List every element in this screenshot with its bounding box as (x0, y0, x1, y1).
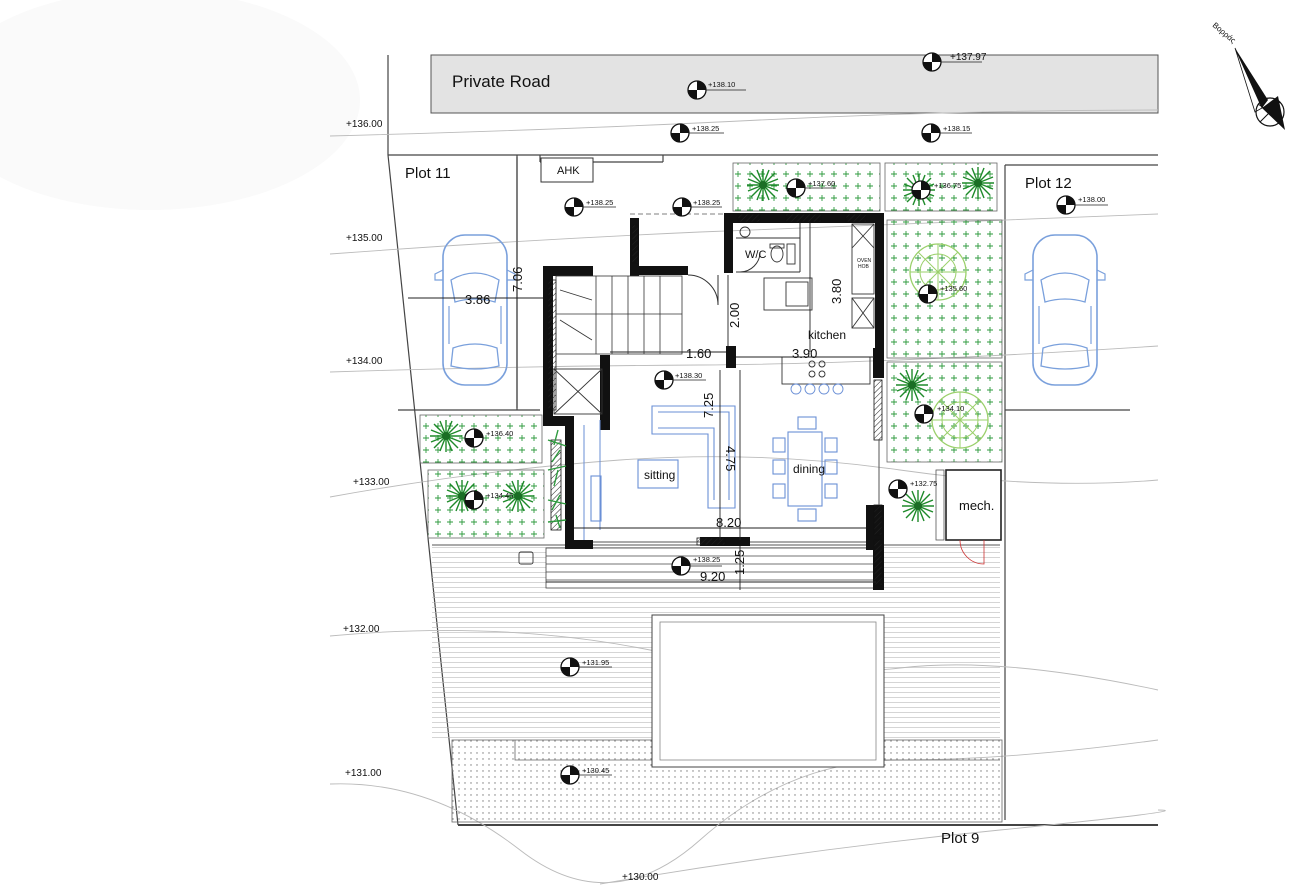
level-marker-icon (672, 197, 692, 217)
room-label-mech: mech. (959, 498, 994, 513)
level-marker-icon (921, 123, 941, 143)
dimension-label: 4.75 (723, 446, 738, 471)
plot-label-11: Plot 11 (405, 165, 451, 182)
private-road (430, 54, 1159, 114)
lift (553, 368, 603, 415)
room-label-dining: dining (793, 462, 825, 476)
contour-label: +132.00 (343, 624, 380, 635)
level-marker-icon (786, 178, 806, 198)
north-arrow-icon (1234, 47, 1285, 130)
level-marker-icon (687, 80, 707, 100)
plot-label-9: Plot 9 (941, 830, 979, 847)
level-label: +134.10 (937, 404, 964, 413)
level-marker-icon (918, 284, 938, 304)
house-walls (543, 213, 884, 590)
pool (651, 614, 885, 768)
room-label-wc: W/C (745, 249, 766, 261)
dimension-label: 3.80 (829, 279, 844, 304)
plants (429, 166, 995, 529)
mech-room (945, 469, 1002, 541)
oven-label: OVEN (857, 258, 872, 264)
front-steps (545, 547, 877, 589)
level-marker-icon (464, 428, 484, 448)
level-label: +137.97 (950, 52, 987, 63)
staircase (555, 275, 683, 355)
level-marker-icon (888, 479, 908, 499)
shrub-icon (895, 368, 929, 402)
dining-table (772, 416, 838, 522)
level-label: +134.45 (486, 491, 513, 500)
dimension-lines (408, 157, 876, 590)
level-label: +138.25 (586, 198, 613, 207)
contour-label: +135.00 (346, 233, 383, 244)
level-label: +138.00 (1078, 195, 1105, 204)
level-marker-icon (914, 404, 934, 424)
kitchen-units (763, 223, 875, 395)
contour-label: +130.00 (622, 872, 659, 883)
contour-label: +133.00 (353, 477, 390, 488)
dimension-label: 3.86 (465, 292, 490, 307)
north-label: Βορράς (1211, 21, 1238, 46)
interior-lines (583, 223, 801, 540)
road-label: Private Road (452, 72, 550, 91)
level-marker-icon (564, 197, 584, 217)
level-label: +138.15 (943, 124, 970, 133)
sofa (590, 405, 736, 522)
level-label: +136.40 (486, 429, 513, 438)
parked-car-icon (1024, 234, 1106, 386)
dimension-label: 3.90 (792, 346, 817, 361)
dimension-label: 9.20 (700, 569, 725, 584)
level-marker-icon (560, 765, 580, 785)
hob-label: HOB (858, 264, 870, 270)
level-label: +138.25 (693, 198, 720, 207)
level-label: +135.60 (940, 284, 967, 293)
level-label: +138.25 (693, 555, 720, 564)
level-marker-icon (670, 123, 690, 143)
level-label: +132.75 (910, 479, 937, 488)
level-label: +136.75 (934, 181, 961, 190)
level-marker-icon (1056, 195, 1076, 215)
shrub-icon (746, 168, 780, 202)
dimension-label: 1.25 (732, 550, 747, 575)
dimension-label: 2.00 (727, 303, 742, 328)
level-marker-icon (560, 657, 580, 677)
shrub-icon (429, 419, 463, 453)
dimension-label: 7.06 (510, 267, 525, 292)
level-label: +137.60 (808, 179, 835, 188)
level-marker-icon (671, 556, 691, 576)
level-marker-icon (922, 52, 942, 72)
ahk-label: AHK (557, 165, 580, 177)
level-label: +138.25 (692, 124, 719, 133)
room-label-sitting: sitting (644, 468, 675, 482)
level-label: +131.95 (582, 658, 609, 667)
level-label: +130.45 (582, 766, 609, 775)
level-label: +138.10 (708, 80, 735, 89)
contour-label: +131.00 (345, 768, 382, 779)
contour-label: +134.00 (346, 356, 383, 367)
dimension-label: 8.20 (716, 515, 741, 530)
wc-fixtures (739, 226, 796, 265)
level-label: +138.30 (675, 371, 702, 380)
dimension-label: 7.25 (701, 393, 716, 418)
plot-label-12: Plot 12 (1025, 175, 1072, 192)
parked-car-icon (434, 234, 516, 386)
dimension-label: 1.60 (686, 346, 711, 361)
level-marker-icon (654, 370, 674, 390)
site-boundaries (387, 55, 1158, 826)
room-label-kitchen: kitchen (808, 328, 846, 342)
level-marker-icon (464, 490, 484, 510)
shrub-icon (901, 489, 935, 523)
shrub-icon (961, 166, 995, 200)
contour-label: +136.00 (346, 119, 383, 130)
level-marker-icon (911, 180, 931, 200)
